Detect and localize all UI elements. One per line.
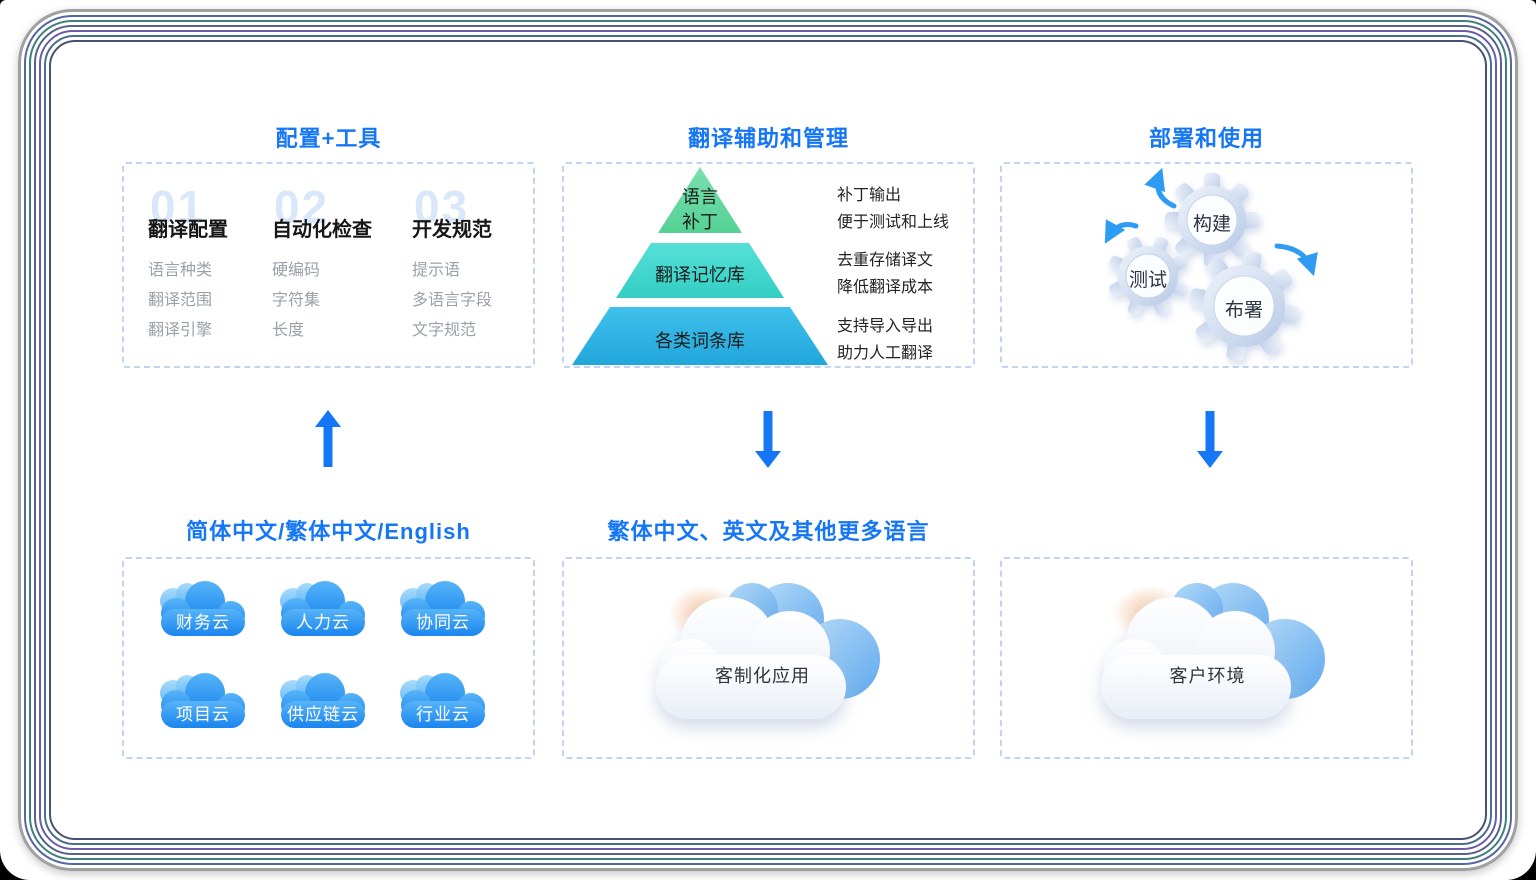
- gear-deploy-label: 布署: [1224, 300, 1263, 321]
- group-heading: 翻译配置: [148, 219, 228, 241]
- mini-cloud-icon: [400, 581, 485, 636]
- up-arrow-icon: [315, 410, 341, 467]
- note-line: 去重存储译文: [837, 252, 934, 269]
- curved-arrow-up-icon: [1144, 167, 1177, 209]
- pyramid-icon: [572, 167, 828, 365]
- pyramid-tier1-label-line2: 补丁: [682, 212, 718, 232]
- cloud-project: 项目云: [151, 670, 255, 736]
- cloud-label: 行业云: [416, 705, 470, 724]
- group-automated-check: 02 自动化检查 硬编码 字符集 长度: [272, 181, 404, 346]
- note-line: 助力人工翻译: [837, 345, 934, 362]
- down-arrow-icon: [755, 411, 781, 468]
- gear-test-icon: [1108, 236, 1188, 316]
- pyramid-tier3-label: 各类词条库: [655, 331, 745, 351]
- cloud-label: 供应链云: [287, 705, 359, 724]
- group-heading: 开发规范: [412, 219, 492, 241]
- note-patch-output: 补丁输出 便于测试和上线: [837, 182, 949, 236]
- group-item: 语言种类: [148, 262, 213, 279]
- cloud-finance: 财务云: [151, 578, 255, 644]
- cloud-label: 人力云: [296, 613, 350, 632]
- cloud-hr: 人力云: [271, 578, 375, 644]
- mini-cloud-icon: [400, 673, 485, 728]
- note-translation-memory: 去重存储译文 降低翻译成本: [837, 247, 933, 301]
- column-title-config-tools: 配置+工具: [275, 126, 382, 151]
- group-item: 字符集: [272, 292, 321, 309]
- cloud-industry: 行业云: [391, 670, 495, 736]
- cloud-label: 协同云: [416, 613, 470, 632]
- down-arrow-icon: [1197, 411, 1223, 468]
- group-item: 提示语: [412, 262, 461, 279]
- big-cloud-icon: [656, 583, 880, 719]
- mini-cloud-icon: [160, 581, 245, 636]
- custom-app-cloud: 客制化应用: [640, 577, 885, 742]
- group-number: 03: [414, 181, 470, 233]
- big-cloud-label: 客户环境: [1169, 666, 1246, 686]
- group-item: 文字规范: [412, 322, 477, 339]
- curved-arrow-right-icon: [1274, 243, 1318, 277]
- config-tools-box: [122, 162, 535, 368]
- pyramid-tier-middle: [616, 243, 784, 298]
- cloud-label: 财务云: [176, 613, 230, 632]
- gears-icon: [1104, 167, 1318, 361]
- group-number: 01: [150, 181, 206, 233]
- mini-cloud-icon: [160, 673, 245, 728]
- group-item: 硬编码: [272, 262, 321, 279]
- mini-cloud-icon: [280, 581, 365, 636]
- group-translation-config: 01 翻译配置 语言种类 翻译范围 翻译引擎: [148, 181, 280, 346]
- group-item: 翻译范围: [148, 292, 213, 309]
- group-item: 翻译引擎: [148, 322, 213, 339]
- group-items: 硬编码 字符集 长度: [272, 256, 320, 346]
- customer-env-cloud: 客户环境: [1085, 577, 1330, 742]
- note-line: 支持导入导出: [837, 318, 934, 335]
- group-items: 语言种类 翻译范围 翻译引擎: [148, 256, 212, 346]
- bottom-title-languages: 简体中文/繁体中文/English: [186, 519, 471, 544]
- curved-arrow-left-icon: [1104, 219, 1139, 244]
- cloud-collab: 协同云: [391, 578, 495, 644]
- note-line: 降低翻译成本: [837, 279, 934, 296]
- group-item: 长度: [272, 322, 305, 339]
- group-heading: 自动化检查: [272, 219, 372, 241]
- big-cloud-label: 客制化应用: [715, 666, 810, 686]
- column-title-deploy-use: 部署和使用: [1148, 126, 1264, 151]
- column-title-translation-mgmt: 翻译辅助和管理: [687, 126, 849, 151]
- pyramid-tier-top: [658, 167, 742, 233]
- group-items: 提示语 多语言字段 文字规范: [412, 256, 492, 346]
- mini-cloud-icon: [280, 673, 365, 728]
- pyramid-tier2-label: 翻译记忆库: [655, 265, 745, 285]
- note-line: 补丁输出: [837, 187, 902, 204]
- pyramid-tier1-label-line1: 语言: [682, 187, 718, 207]
- note-term-库: 支持导入导出 助力人工翻译: [837, 313, 933, 367]
- group-dev-standards: 03 开发规范 提示语 多语言字段 文字规范: [412, 181, 544, 346]
- gear-build-icon: [1165, 173, 1259, 267]
- group-number: 02: [274, 181, 330, 233]
- pyramid-tier-bottom: [572, 307, 828, 365]
- cloud-label: 项目云: [176, 705, 230, 724]
- big-cloud-icon: [1101, 583, 1325, 719]
- bottom-title-more-languages: 繁体中文、英文及其他更多语言: [607, 519, 930, 544]
- gear-deploy-icon: [1189, 251, 1299, 361]
- cloud-supply-chain: 供应链云: [271, 670, 375, 736]
- gear-test-label: 测试: [1128, 270, 1167, 291]
- group-item: 多语言字段: [412, 292, 493, 309]
- gear-build-label: 构建: [1192, 214, 1231, 235]
- note-line: 便于测试和上线: [837, 214, 950, 231]
